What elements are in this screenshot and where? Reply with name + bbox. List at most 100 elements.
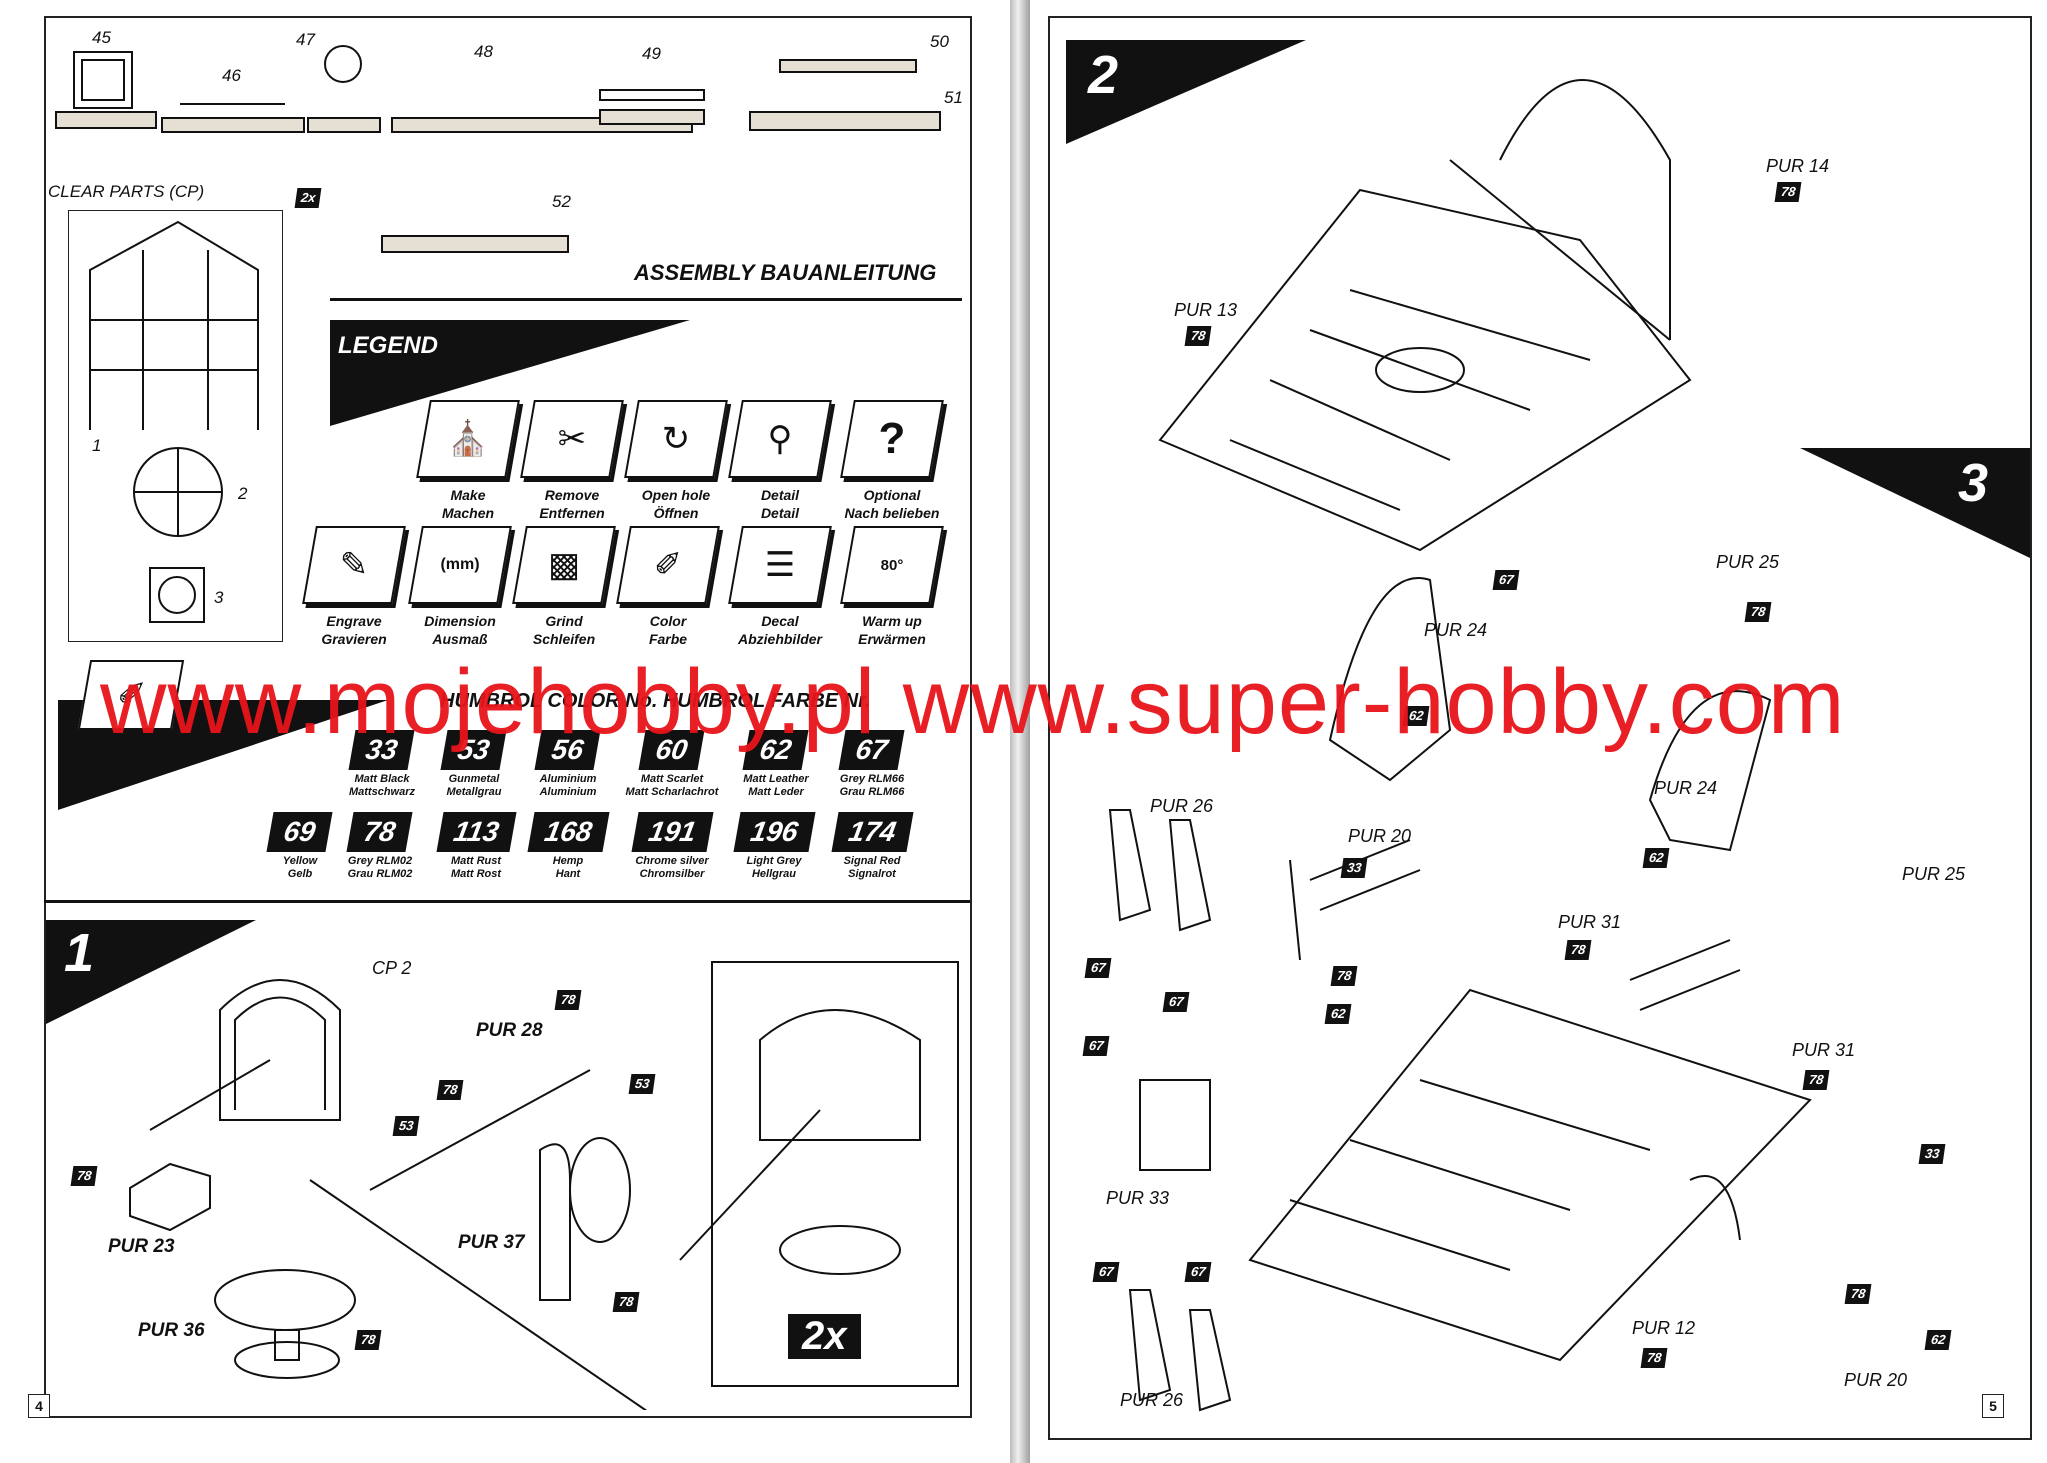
- part-label: CP 2: [372, 958, 412, 978]
- step-number: 1: [64, 923, 95, 983]
- part-label: PUR 31: [1792, 1040, 1856, 1060]
- part-label: PUR 24: [1654, 778, 1718, 798]
- color-tag: 78: [1744, 602, 1772, 622]
- multiplier-badge: 2x: [788, 1314, 861, 1359]
- color-tag: 78: [1802, 1070, 1830, 1090]
- part-label: PUR 23: [108, 1236, 175, 1257]
- canopy-drawing: [89, 220, 259, 623]
- turret-assembly-drawing: [129, 961, 959, 1410]
- engrave-icon: ✎: [339, 546, 369, 584]
- step-number: 2: [1088, 45, 1119, 105]
- part-label: PUR 25: [1716, 552, 1780, 572]
- color-tag: 78: [1640, 1348, 1668, 1368]
- floor-assembly-drawing: [1158, 79, 1692, 552]
- sandpaper-icon: ▩: [547, 546, 581, 584]
- part-number: 51: [944, 88, 963, 107]
- clear-parts-frame: [68, 210, 283, 642]
- color-tag: 78: [1184, 326, 1212, 346]
- color-tag: 78: [1774, 182, 1802, 202]
- part-number: 50: [930, 32, 949, 51]
- clear-part-number: 1: [92, 436, 102, 455]
- color-tag: 67: [1084, 958, 1112, 978]
- part-label: PUR 28: [476, 1020, 543, 1041]
- page-number: 5: [1982, 1394, 2004, 1418]
- humbrol-title: HUMBROL COLOR No. HUMBROL FARBE Nr.: [440, 690, 871, 712]
- part-label: PUR 26: [1120, 1390, 1184, 1410]
- color-tag: 67: [1492, 570, 1520, 590]
- part-number: 45: [92, 28, 111, 47]
- part-label: PUR 14: [1766, 156, 1830, 176]
- page-frame: [44, 16, 972, 1418]
- brush-icon: ✐: [653, 546, 683, 584]
- glue-icon: ⛪: [446, 420, 490, 458]
- book-gutter: [1010, 0, 1030, 1463]
- color-tag: 78: [1564, 940, 1592, 960]
- question-icon: ?: [878, 414, 906, 463]
- part-number: 49: [642, 44, 661, 63]
- color-tag: 67: [1082, 1036, 1110, 1056]
- color-tag: 62: [1924, 1330, 1952, 1350]
- divider: [44, 900, 970, 903]
- color-tag: 78: [612, 1292, 640, 1312]
- color-tag: 53: [392, 1116, 420, 1136]
- clear-parts-title: CLEAR PARTS (CP): [48, 182, 205, 201]
- part-label: PUR 37: [458, 1232, 525, 1253]
- part-label: PUR 20: [1348, 826, 1412, 846]
- part-label: PUR 33: [1106, 1188, 1170, 1208]
- part-label: PUR 26: [1150, 796, 1214, 816]
- part-number: 47: [296, 30, 315, 49]
- part-label: PUR 25: [1902, 864, 1966, 884]
- magnifier-icon: ⚲: [767, 420, 793, 458]
- multiplier-badge: 2x: [294, 188, 322, 208]
- color-tag: 78: [354, 1330, 382, 1350]
- instruction-page-left: 45 46 47 48 49 50 51 52 CLEAR PARTS (CP)…: [0, 0, 1010, 1463]
- assembly-title: ASSEMBLY BAUANLEITUNG: [634, 260, 937, 285]
- page-number: 4: [28, 1394, 50, 1418]
- part-label: PUR 20: [1844, 1370, 1908, 1390]
- decal-icon: ☰: [764, 546, 796, 584]
- part-label: PUR 24: [1424, 620, 1488, 640]
- part-label: PUR 12: [1632, 1318, 1696, 1338]
- drill-icon: ↻: [661, 420, 691, 458]
- thermometer-icon: 80°: [880, 556, 904, 574]
- color-tag: 33: [1340, 858, 1368, 878]
- watermark-text: www.mojehobby.pl www.super-hobby.com: [100, 651, 1846, 753]
- color-tag: 78: [1844, 1284, 1872, 1304]
- color-tag: 62: [1324, 1004, 1352, 1024]
- instruction-page-right: 2 PUR 14 78 PUR 13 78 3: [1030, 0, 2047, 1463]
- divider: [330, 298, 962, 301]
- color-tag: 53: [628, 1074, 656, 1094]
- clear-part-number: 3: [214, 588, 224, 607]
- color-tag: 67: [1162, 992, 1190, 1012]
- color-tag: 67: [1092, 1262, 1120, 1282]
- color-tag: 62: [1642, 848, 1670, 868]
- part-number: 48: [474, 42, 493, 61]
- color-tag: 33: [1918, 1144, 1946, 1164]
- part-number: 46: [222, 66, 241, 85]
- color-tag: 67: [1184, 1262, 1212, 1282]
- color-tag: 78: [70, 1166, 98, 1186]
